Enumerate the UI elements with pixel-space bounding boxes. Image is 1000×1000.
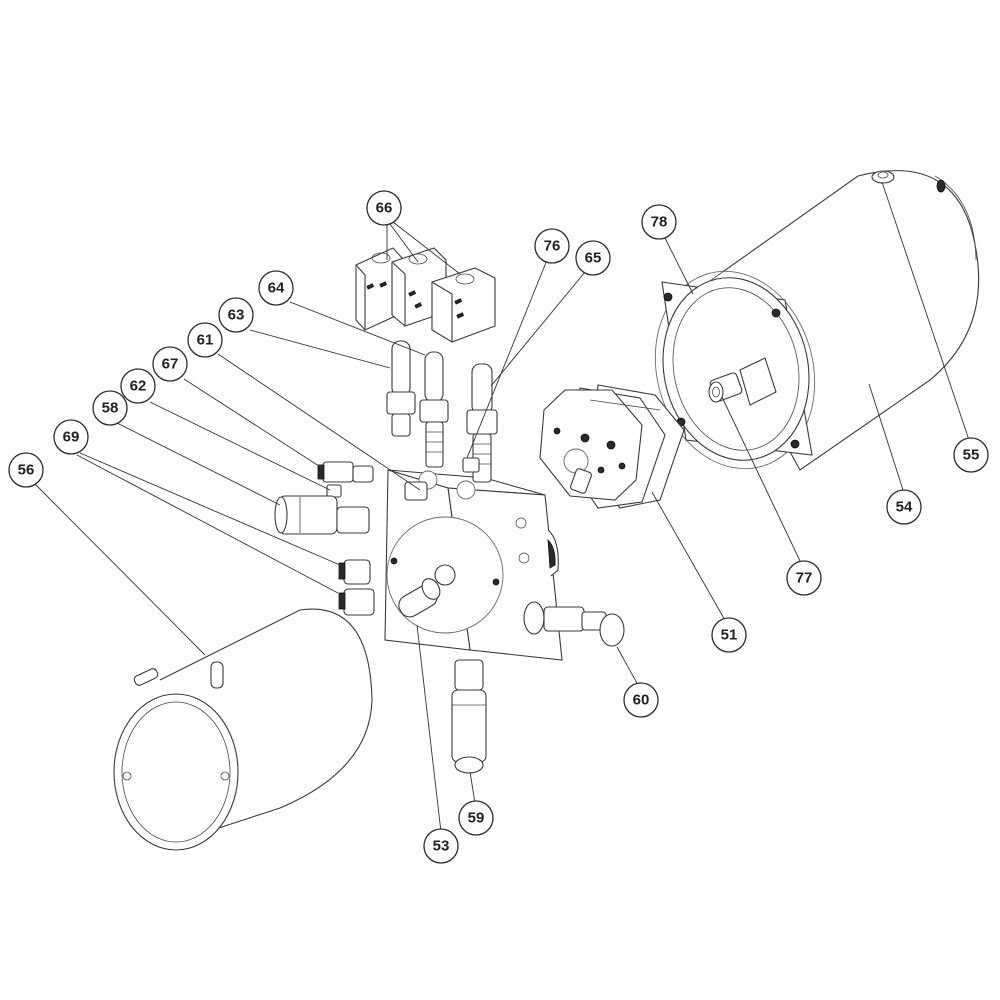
callout-label: 61 [197, 332, 214, 349]
motor-shaft-coupler [708, 372, 743, 403]
small-fitting [326, 481, 428, 501]
callout-58[interactable]: 58 [92, 390, 128, 426]
port-plugs [338, 559, 375, 616]
callout-label: 59 [468, 810, 485, 827]
side-cartridge-valve [274, 495, 370, 535]
callout-61[interactable]: 61 [187, 322, 223, 358]
leader-64 [289, 301, 426, 356]
leader-55 [881, 181, 970, 441]
leader-56 [34, 483, 206, 656]
pump [539, 384, 685, 509]
callout-51[interactable]: 51 [711, 617, 747, 653]
callout-label: 69 [63, 429, 80, 446]
callout-label: 66 [376, 200, 393, 217]
callout-60[interactable]: 60 [623, 682, 659, 718]
leader-65 [490, 271, 586, 387]
callout-62[interactable]: 62 [120, 368, 156, 404]
callout-label: 54 [896, 499, 913, 516]
leader-78 [663, 235, 694, 295]
callout-63[interactable]: 63 [218, 297, 254, 333]
solenoid-valve-middle [419, 351, 449, 468]
callout-65[interactable]: 65 [575, 240, 611, 276]
callout-label: 62 [130, 378, 147, 395]
callout-55[interactable]: 55 [953, 437, 989, 473]
callout-76[interactable]: 76 [534, 228, 570, 264]
callout-label: 65 [585, 250, 602, 267]
leader-69b [76, 454, 339, 594]
callout-59[interactable]: 59 [458, 800, 494, 836]
callout-67[interactable]: 67 [152, 346, 188, 382]
callout-56[interactable]: 56 [8, 452, 44, 488]
side-plug-valve [523, 601, 625, 647]
solenoid-valve-left [386, 340, 416, 437]
leader-76 [466, 259, 548, 459]
callout-label: 53 [433, 838, 450, 855]
leader-69a [79, 452, 341, 566]
callout-label: 64 [268, 280, 285, 297]
leader-60 [616, 646, 639, 686]
leader-66c [392, 221, 461, 275]
callout-label: 58 [102, 400, 119, 417]
leader-53 [416, 624, 442, 833]
leader-67 [183, 378, 323, 469]
callout-label: 55 [963, 447, 980, 464]
leader-62 [149, 401, 331, 491]
leader-54 [868, 383, 905, 494]
callout-77[interactable]: 77 [786, 560, 822, 596]
callout-69[interactable]: 69 [53, 419, 89, 455]
check-valve [462, 457, 480, 473]
leader-61 [217, 353, 421, 491]
leader-59 [469, 771, 476, 804]
coil-blocks [355, 247, 496, 343]
bottom-relief-valve [451, 659, 487, 774]
callout-78[interactable]: 78 [641, 204, 677, 240]
callout-66[interactable]: 66 [366, 190, 402, 226]
port-fitting [317, 461, 374, 483]
leader-51 [651, 491, 727, 623]
callout-label: 78 [651, 214, 668, 231]
callout-label: 56 [18, 462, 35, 479]
callout-64[interactable]: 64 [258, 270, 294, 306]
callout-label: 51 [721, 627, 738, 644]
leader-lines [34, 181, 970, 833]
callout-label: 77 [796, 570, 813, 587]
motor-flange [661, 277, 813, 461]
callout-label: 67 [162, 356, 179, 373]
leader-63 [249, 329, 391, 369]
callout-label: 76 [544, 238, 561, 255]
callout-54[interactable]: 54 [886, 489, 922, 525]
leader-58 [114, 421, 281, 506]
callout-53[interactable]: 53 [423, 828, 459, 864]
callout-label: 60 [633, 692, 650, 709]
leader-77 [721, 396, 802, 564]
callout-label: 63 [228, 307, 245, 324]
leader-66b [389, 223, 419, 263]
reservoir-tank [113, 608, 373, 851]
